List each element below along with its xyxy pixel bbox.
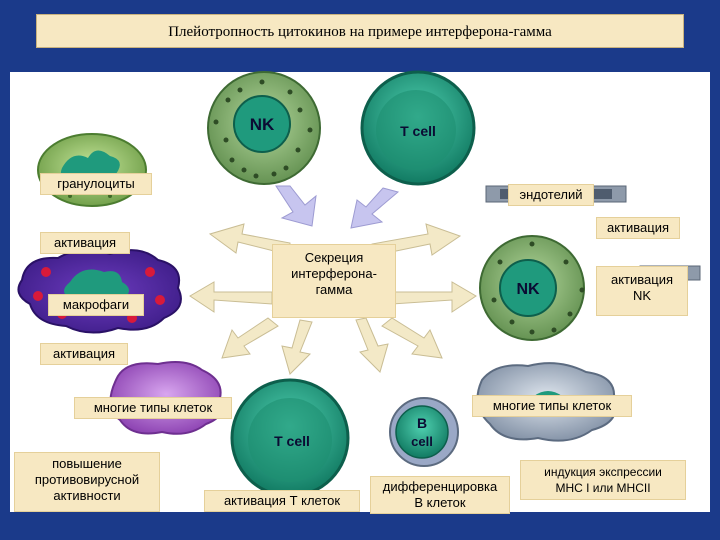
- b-bottom-text-2: cell: [411, 434, 433, 449]
- label-activation-nk: активация NK: [596, 266, 688, 316]
- granulocyte-cell: [37, 133, 147, 207]
- label-many-types-right: многие типы клеток: [472, 395, 632, 417]
- activation-nk-line-1: активация: [610, 272, 674, 287]
- center-line-3: гамма: [315, 282, 353, 297]
- label-macrophages: макрофаги: [48, 294, 144, 316]
- nk-right-text: NK: [516, 281, 540, 298]
- label-b-differentiation: дифференцировка В клеток: [370, 476, 510, 514]
- nk-cell-top: [207, 71, 321, 185]
- arrows: [189, 185, 477, 375]
- frame-left: [0, 0, 10, 540]
- macrophage-cell: [17, 248, 182, 334]
- mhc-line-1: индукция экспрессии: [544, 465, 662, 479]
- arrow-to-many-right: [381, 317, 443, 359]
- b-cell-bottom: [389, 397, 459, 467]
- mhc-line-2: MHC I или MHCII: [555, 481, 651, 495]
- b-diff-line-2: В клеток: [414, 495, 466, 510]
- frame-right: [710, 0, 720, 540]
- t-top-text: T cell: [400, 123, 436, 139]
- arrow-to-bcell: [355, 317, 389, 373]
- antiviral-line-1: повышение: [52, 456, 122, 471]
- t-cell-bottom: [230, 378, 350, 498]
- label-antiviral: повышение противовирусной активности: [14, 452, 160, 512]
- slide-title: Плейотропность цитокинов на примере инте…: [36, 14, 684, 48]
- label-mhc-induction: индукция экспрессии MHC I или MHCII: [520, 460, 686, 500]
- label-activation-granulocytes: активация: [40, 232, 130, 254]
- label-many-types-left: многие типы клеток: [74, 397, 232, 419]
- label-activation-macrophages: активация: [40, 343, 128, 365]
- arrow-in-tcell: [350, 187, 400, 229]
- center-line-1: Секреция: [304, 250, 364, 265]
- nk-top-text: NK: [250, 115, 275, 134]
- arrow-to-many-left: [221, 317, 279, 359]
- b-bottom-text-1: B: [417, 415, 427, 431]
- antiviral-line-2: противовирусной: [34, 472, 140, 487]
- arrow-to-nk: [391, 281, 477, 313]
- center-line-2: интерферона-: [291, 266, 377, 281]
- label-t-activation: активация Т клеток: [204, 490, 360, 512]
- activation-nk-line-2: NK: [632, 288, 652, 303]
- arrow-to-tcell: [281, 319, 313, 375]
- t-cell-top: [360, 70, 476, 186]
- arrow-in-nk: [275, 185, 317, 227]
- label-endothelium: эндотелий: [508, 184, 594, 206]
- label-granulocytes: гранулоциты: [40, 173, 152, 195]
- arrow-to-macrophage: [189, 281, 273, 313]
- antiviral-line-3: активности: [53, 488, 121, 503]
- t-bottom-text: T cell: [274, 433, 310, 449]
- nk-cell-right: [479, 235, 701, 341]
- label-center: Секреция интерферона- гамма: [272, 244, 396, 318]
- b-diff-line-1: дифференцировка: [382, 479, 498, 494]
- label-activation-endothelium: активация: [596, 217, 680, 239]
